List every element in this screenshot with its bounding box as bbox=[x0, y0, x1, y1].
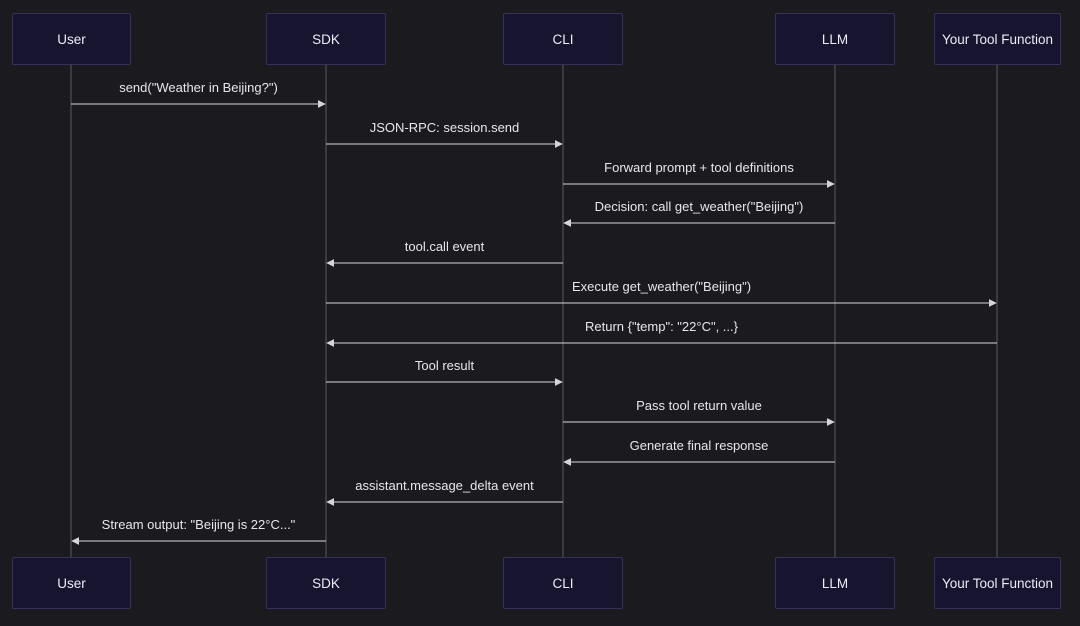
message-label: Stream output: "Beijing is 22°C..." bbox=[102, 517, 296, 532]
participant-label: Your Tool Function bbox=[941, 31, 1054, 47]
participant-user-bottom: User bbox=[12, 557, 131, 609]
participant-label: User bbox=[57, 31, 86, 47]
participant-label: Your Tool Function bbox=[941, 575, 1054, 591]
message-label: tool.call event bbox=[405, 239, 485, 254]
participant-llm-bottom: LLM bbox=[775, 557, 895, 609]
participant-label: User bbox=[57, 575, 86, 591]
message-label: Generate final response bbox=[630, 438, 769, 453]
participant-label: SDK bbox=[312, 31, 340, 47]
message-label: Pass tool return value bbox=[636, 398, 762, 413]
participant-llm-top: LLM bbox=[775, 13, 895, 65]
message-label: assistant.message_delta event bbox=[355, 478, 534, 493]
participant-tool-bottom: Your Tool Function bbox=[934, 557, 1061, 609]
message-label: Forward prompt + tool definitions bbox=[604, 160, 794, 175]
participant-tool-top: Your Tool Function bbox=[934, 13, 1061, 65]
participant-cli-bottom: CLI bbox=[503, 557, 623, 609]
participant-label: CLI bbox=[552, 31, 574, 47]
message-label: Decision: call get_weather("Beijing") bbox=[595, 199, 804, 214]
message-label: Return {"temp": "22°C", ...} bbox=[585, 319, 739, 334]
participant-sdk-top: SDK bbox=[266, 13, 386, 65]
participant-label: LLM bbox=[821, 31, 849, 47]
message-label: Tool result bbox=[415, 358, 475, 373]
participant-sdk-bottom: SDK bbox=[266, 557, 386, 609]
message-label: JSON-RPC: session.send bbox=[370, 120, 520, 135]
participant-label: SDK bbox=[312, 575, 340, 591]
participant-user-top: User bbox=[12, 13, 131, 65]
participant-label: LLM bbox=[821, 575, 849, 591]
message-label: send("Weather in Beijing?") bbox=[119, 80, 278, 95]
participant-label: CLI bbox=[552, 575, 574, 591]
participant-cli-top: CLI bbox=[503, 13, 623, 65]
message-label: Execute get_weather("Beijing") bbox=[572, 279, 751, 294]
